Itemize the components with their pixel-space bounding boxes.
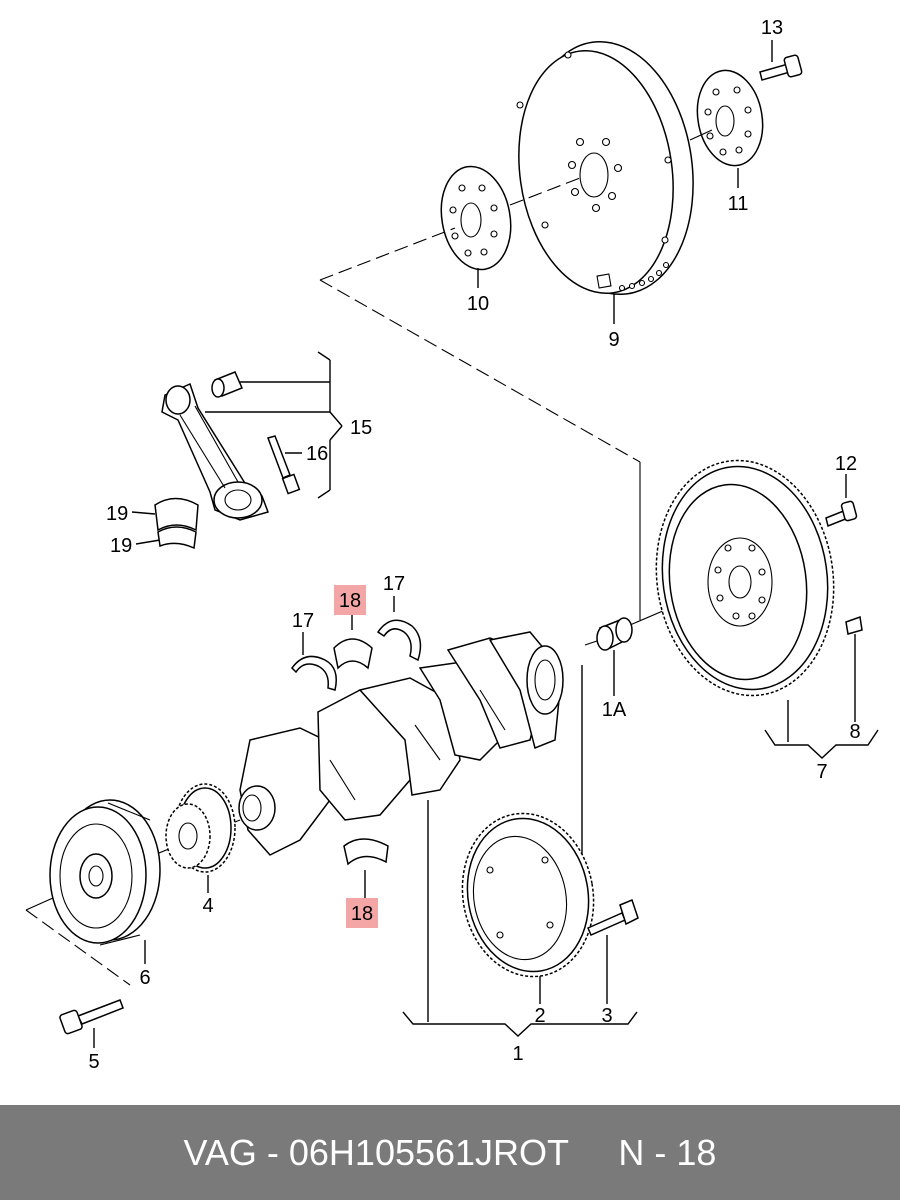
callout-6: 6: [139, 967, 150, 989]
bearing-shell-upper: [333, 638, 373, 670]
callout-13: 13: [761, 17, 783, 39]
bolt-13: [759, 54, 803, 81]
callout-19-lower: 19: [110, 535, 132, 557]
callout-1a: 1A: [602, 699, 627, 721]
connecting-rod: [161, 382, 269, 521]
bracket-1: [402, 1011, 638, 1037]
callout-17-left: 17: [292, 610, 314, 632]
part-number: VAG - 06H105561JROT: [183, 1132, 569, 1173]
callout-3: 3: [601, 1005, 612, 1027]
crankshaft-sprocket: [165, 783, 236, 873]
thrust-washer-left: [291, 655, 337, 691]
callout-1: 1: [512, 1043, 523, 1065]
rod-bolt: [267, 435, 301, 495]
callout-18-lower: 18: [351, 903, 373, 925]
bracket-7: [764, 729, 879, 759]
vibration-damper: [49, 799, 161, 946]
shim-plate-rear: [696, 69, 764, 167]
flexplate-hole-row: [618, 261, 670, 292]
flexplate: [516, 40, 694, 296]
callout-2: 2: [534, 1005, 545, 1027]
callout-19-upper: 19: [106, 503, 128, 525]
callout-18-upper: 18: [339, 590, 361, 612]
shim-plate-front: [440, 165, 512, 271]
bolt-12: [825, 500, 858, 528]
flywheel: [655, 459, 835, 697]
callout-11: 11: [728, 193, 749, 215]
callout-16: 16: [306, 443, 328, 465]
piston-pin-bushing: [211, 371, 243, 398]
footer-text: VAG - 06H105561JROT N - 18: [0, 1105, 900, 1200]
sensor-wheel: [461, 812, 595, 978]
rod-bearing-shells: [154, 497, 199, 550]
footer-bar: VAG - 06H105561JROT N - 18: [0, 1105, 900, 1200]
pulley-bolt: [59, 999, 124, 1035]
parts-diagram: 13 11 10 9 15 16 19 19 12 17 17 18 1A 8 …: [25, 17, 879, 1073]
callout-12: 12: [835, 453, 857, 475]
pilot-bushing: [596, 617, 633, 651]
callout-4: 4: [202, 895, 213, 917]
callout-7: 7: [816, 761, 827, 783]
callout-8: 8: [849, 721, 860, 743]
thrust-washer-right: [376, 619, 422, 662]
callout-5: 5: [88, 1051, 99, 1073]
callout-10: 10: [467, 293, 489, 315]
callout-17-right: 17: [383, 573, 405, 595]
callout-15: 15: [350, 417, 372, 439]
reference-number: N - 18: [618, 1132, 717, 1173]
highlight-box-18-upper: [334, 585, 366, 615]
sensor-wheel-bolt: [587, 898, 639, 936]
bearing-shell-lower: [343, 838, 389, 866]
callout-9: 9: [608, 329, 619, 351]
crankshaft: [238, 631, 564, 856]
dowel-pin-8: [845, 615, 863, 635]
highlight-box-18-lower: [346, 898, 378, 928]
